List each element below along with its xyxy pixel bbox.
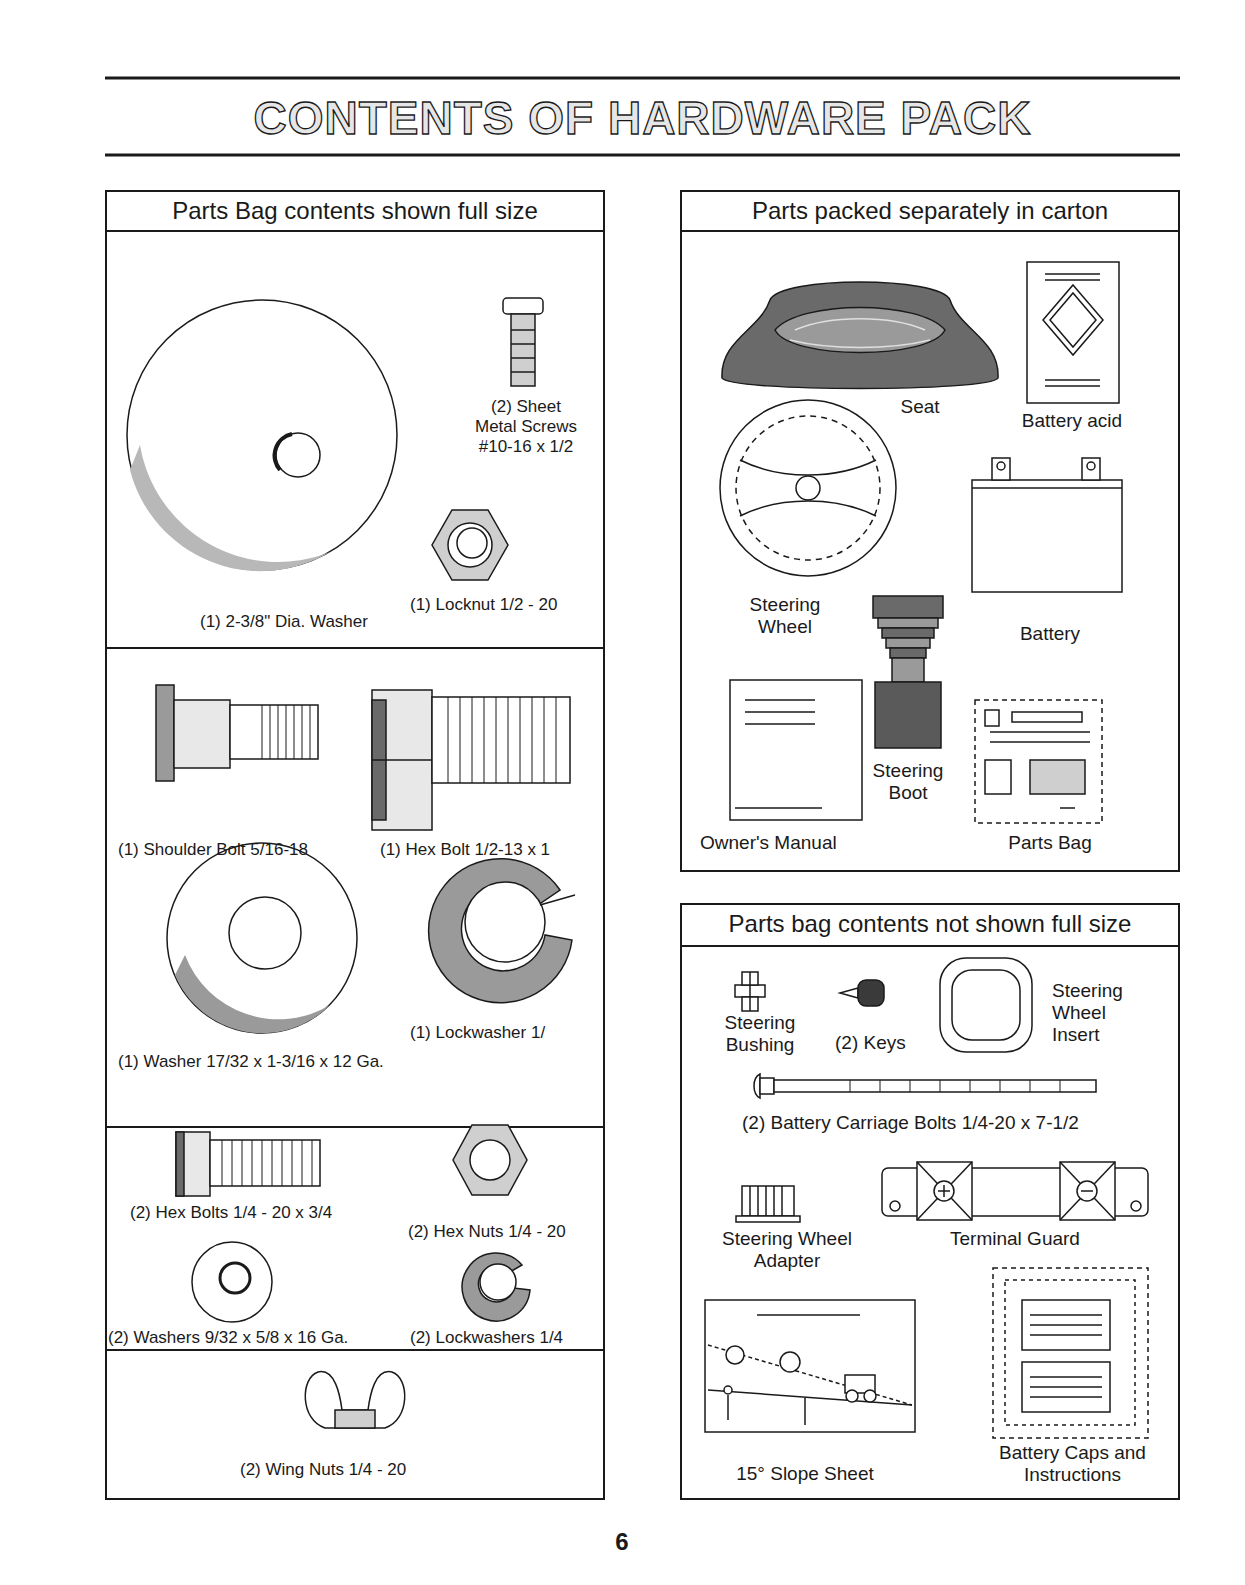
part-label: (2) Wing Nuts 1/4 - 20	[240, 1460, 480, 1480]
part-label: 15° Slope Sheet	[730, 1463, 880, 1485]
section-divider	[105, 647, 605, 649]
part-label: (2) Lockwashers 1/4	[410, 1328, 605, 1348]
small-washer	[192, 1242, 272, 1322]
page-title: CONTENTS OF HARDWARE PACK	[105, 90, 1180, 146]
sheet-metal-screw	[503, 298, 543, 386]
part-label: Battery Caps and Instructions	[990, 1442, 1155, 1486]
steering-bushing	[735, 972, 765, 1011]
wing-nut	[305, 1372, 404, 1428]
panel-heading: Parts Bag contents shown full size	[107, 192, 603, 232]
part-label: (2) Hex Bolts 1/4 - 20 x 3/4	[130, 1203, 390, 1223]
part-label: Parts Bag	[990, 832, 1110, 854]
part-label: (1) Washer 17/32 x 1-3/16 x 12 Ga.	[118, 1052, 498, 1072]
lockwasher-small	[462, 1253, 530, 1321]
flat-washer	[167, 843, 357, 1033]
part-label: Steering Wheel	[735, 594, 835, 638]
part-label: (2) Keys	[835, 1032, 925, 1054]
part-label: (1) Shoulder Bolt 5/16-18	[118, 840, 368, 860]
rule-line	[105, 154, 1180, 157]
part-label: (2) Sheet Metal Screws #10-16 x 1/2	[470, 397, 582, 457]
terminal-guard	[882, 1162, 1148, 1220]
part-label: (2) Hex Nuts 1/4 - 20	[408, 1222, 603, 1242]
steering-boot	[873, 596, 943, 748]
battery-caps-card	[993, 1268, 1148, 1438]
battery-acid-pack	[1027, 262, 1119, 403]
panel-heading: Parts packed separately in carton	[682, 192, 1178, 232]
part-label: Steering Wheel Insert	[1052, 980, 1152, 1046]
part-label: Battery acid	[1002, 410, 1142, 432]
part-label: Seat	[880, 396, 960, 418]
lockwasher	[429, 859, 575, 1003]
seat	[722, 282, 998, 389]
shoulder-bolt	[156, 685, 318, 781]
rule-line	[105, 77, 1180, 80]
battery	[972, 458, 1122, 592]
part-label: Terminal Guard	[930, 1228, 1100, 1250]
part-label: Owner's Manual	[700, 832, 870, 854]
part-label: (1) Lockwasher 1/	[410, 1023, 600, 1043]
part-label: Steering Bushing	[712, 1012, 808, 1056]
carriage-bolt	[754, 1074, 1096, 1098]
ignition-key	[840, 980, 884, 1006]
slope-sheet	[705, 1300, 915, 1432]
section-divider	[105, 1349, 605, 1351]
steering-wheel-adapter	[736, 1186, 800, 1222]
part-label: 6	[592, 1528, 652, 1555]
steering-wheel	[720, 400, 896, 576]
part-label: Steering Boot	[860, 760, 956, 804]
hex-nut	[453, 1125, 527, 1195]
steering-wheel-insert	[940, 958, 1032, 1052]
part-label: (1) Hex Bolt 1/2-13 x 1	[380, 840, 600, 860]
part-label: (1) Locknut 1/2 - 20	[410, 595, 600, 615]
part-label: (1) 2-3/8" Dia. Washer	[200, 612, 420, 632]
panel-heading: Parts bag contents not shown full size	[682, 905, 1178, 947]
part-label: (2) Battery Carriage Bolts 1/4-20 x 7-1/…	[742, 1112, 1162, 1134]
part-label: Battery	[990, 623, 1110, 645]
section-divider	[105, 1126, 605, 1128]
owners-manual	[730, 680, 862, 820]
parts-bag	[975, 700, 1102, 823]
hex-bolt-small	[176, 1132, 320, 1196]
locknut	[432, 510, 508, 580]
part-label: Steering Wheel Adapter	[712, 1228, 862, 1272]
part-label: (2) Washers 9/32 x 5/8 x 16 Ga.	[108, 1328, 408, 1348]
hex-bolt	[372, 690, 570, 830]
large-washer	[127, 300, 397, 571]
